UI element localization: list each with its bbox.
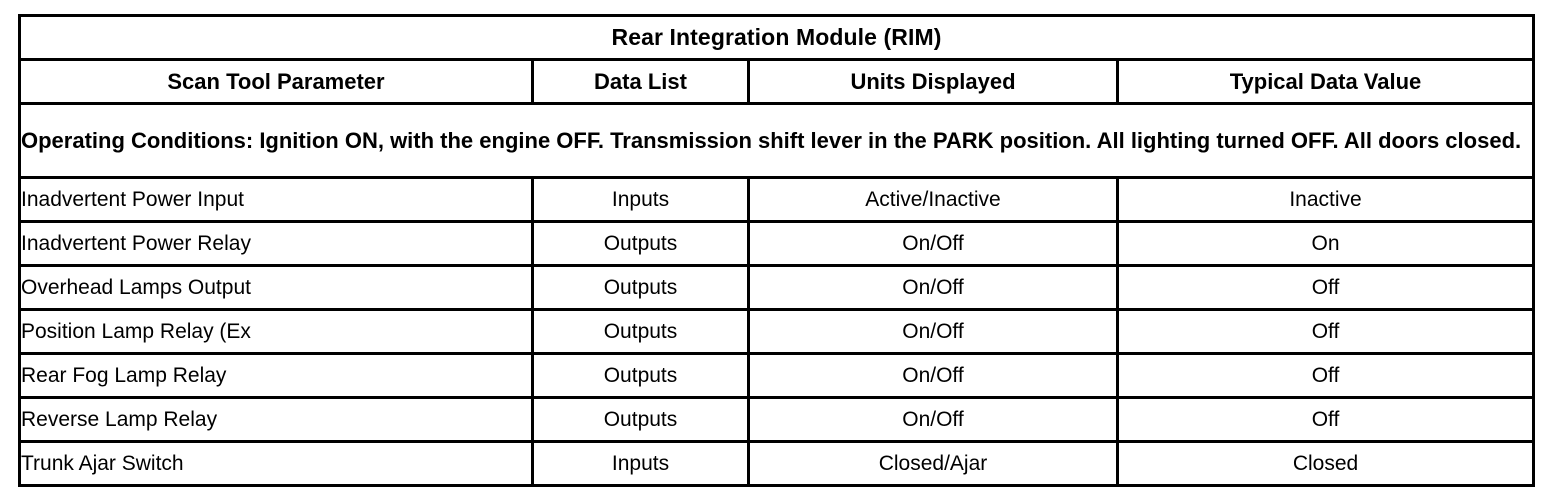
operating-conditions-row: Operating Conditions: Ignition ON, with …	[17, 102, 1536, 179]
column-header-scan-tool-parameter: Scan Tool Parameter	[18, 58, 534, 105]
cell-data-list: Outputs	[531, 352, 750, 399]
table-header-row: Scan Tool Parameter Data List Units Disp…	[18, 58, 1536, 105]
cell-typical-data-value: Closed	[1115, 440, 1536, 487]
cell-units-displayed: Closed/Ajar	[747, 440, 1119, 487]
table-row: Reverse Lamp Relay Outputs On/Off Off	[18, 396, 1536, 443]
column-header-data-list: Data List	[531, 58, 750, 105]
cell-units-displayed: On/Off	[747, 264, 1119, 311]
column-header-typical-data-value: Typical Data Value	[1115, 58, 1536, 105]
cell-typical-data-value: Off	[1115, 396, 1536, 443]
cell-typical-data-value: Off	[1115, 308, 1536, 355]
cell-parameter: Rear Fog Lamp Relay	[18, 352, 534, 399]
table-row: Inadvertent Power Input Inputs Active/In…	[18, 176, 1536, 223]
table-row: Overhead Lamps Output Outputs On/Off Off	[18, 264, 1536, 311]
cell-units-displayed: Active/Inactive	[747, 176, 1119, 223]
table-row: Trunk Ajar Switch Inputs Closed/Ajar Clo…	[18, 440, 1536, 487]
cell-parameter: Inadvertent Power Input	[18, 176, 534, 223]
document-page: Rear Integration Module (RIM) Scan Tool …	[17, 14, 1536, 487]
scan-tool-data-table: Rear Integration Module (RIM) Scan Tool …	[17, 14, 1536, 487]
cell-data-list: Inputs	[531, 440, 750, 487]
cell-units-displayed: On/Off	[747, 396, 1119, 443]
table-row: Position Lamp Relay (Ex Outputs On/Off O…	[18, 308, 1536, 355]
table-title: Rear Integration Module (RIM)	[17, 14, 1536, 61]
table-row: Rear Fog Lamp Relay Outputs On/Off Off	[18, 352, 1536, 399]
cell-units-displayed: On/Off	[747, 308, 1119, 355]
operating-conditions-text: Operating Conditions: Ignition ON, with …	[17, 102, 1536, 179]
cell-data-list: Outputs	[531, 308, 750, 355]
cell-parameter: Trunk Ajar Switch	[18, 440, 534, 487]
cell-typical-data-value: Off	[1115, 352, 1536, 399]
cell-units-displayed: On/Off	[747, 352, 1119, 399]
cell-data-list: Outputs	[531, 396, 750, 443]
cell-data-list: Inputs	[531, 176, 750, 223]
cell-typical-data-value: Off	[1115, 264, 1536, 311]
cell-parameter: Reverse Lamp Relay	[18, 396, 534, 443]
table-row: Inadvertent Power Relay Outputs On/Off O…	[18, 220, 1536, 267]
cell-parameter: Position Lamp Relay (Ex	[18, 308, 534, 355]
cell-parameter: Inadvertent Power Relay	[18, 220, 534, 267]
cell-units-displayed: On/Off	[747, 220, 1119, 267]
spec-table-container: Rear Integration Module (RIM) Scan Tool …	[17, 14, 1536, 487]
table-title-row: Rear Integration Module (RIM)	[17, 14, 1536, 61]
cell-data-list: Outputs	[531, 220, 750, 267]
cell-data-list: Outputs	[531, 264, 750, 311]
cell-parameter: Overhead Lamps Output	[18, 264, 534, 311]
column-header-units-displayed: Units Displayed	[747, 58, 1119, 105]
cell-typical-data-value: Inactive	[1115, 176, 1536, 223]
table-body: Rear Integration Module (RIM) Scan Tool …	[17, 14, 1536, 487]
cell-typical-data-value: On	[1115, 220, 1536, 267]
